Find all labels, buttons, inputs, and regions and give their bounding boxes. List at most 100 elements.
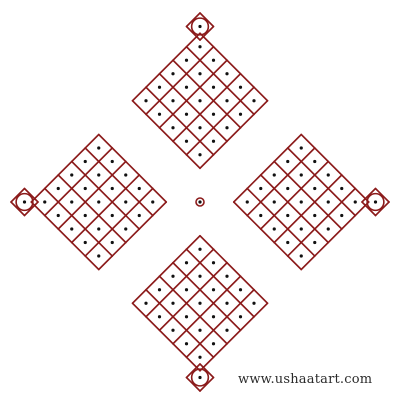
pulli-dot-icon — [211, 85, 216, 89]
kolam-line — [273, 160, 289, 176]
kolam-line — [138, 174, 154, 190]
kolam-line — [138, 187, 154, 203]
kolam-line — [313, 147, 330, 163]
pulli-dot-icon — [326, 173, 330, 177]
pulli-dot-icon — [225, 99, 229, 103]
kolam-line — [212, 275, 228, 291]
kolam-line — [327, 187, 343, 203]
kolam-line — [239, 315, 255, 332]
pulli-dot-icon — [225, 274, 229, 278]
pulli-dot-icon — [83, 159, 87, 164]
kolam-line — [158, 302, 174, 318]
kolam-line — [273, 147, 289, 163]
kolam-line — [212, 45, 228, 62]
pulli-dot-icon — [97, 173, 101, 177]
pulli-dot-icon — [259, 186, 263, 191]
pulli-dot-icon — [70, 173, 74, 177]
kolam-line — [23, 187, 39, 203]
kolam-line — [43, 187, 60, 203]
pulli-dot-icon — [198, 45, 202, 49]
kolam-line — [185, 86, 201, 102]
pulli-dot-icon — [272, 200, 276, 204]
pulli-dot-icon — [313, 213, 317, 218]
kolam-line — [232, 201, 249, 217]
kolam-line — [111, 147, 127, 163]
kolam-line — [212, 113, 228, 129]
kolam-line — [70, 187, 87, 203]
pulli-dot-icon — [198, 72, 202, 76]
kolam-line — [226, 126, 242, 143]
kolam-line — [300, 160, 316, 176]
kolam-line — [199, 234, 215, 251]
kolam-line — [138, 201, 154, 217]
kolam-line — [199, 72, 215, 89]
kolam-line — [212, 72, 228, 89]
pulli-dot-icon — [313, 240, 317, 245]
kolam-line — [239, 72, 255, 89]
kolam-line — [259, 228, 276, 244]
pulli-dot-icon — [313, 159, 317, 164]
kolam-line — [226, 275, 242, 291]
pulli-dot-icon — [238, 85, 243, 89]
kolam-lines — [10, 12, 390, 392]
kolam-line — [313, 214, 330, 230]
kolam-line — [172, 126, 188, 143]
kolam-line — [253, 99, 269, 116]
pulli-dot-icon — [56, 186, 60, 191]
kolam-line — [185, 72, 201, 89]
kolam-line — [185, 363, 201, 379]
kolam-line — [286, 187, 303, 203]
kolam-line — [232, 187, 249, 203]
kolam-line — [226, 99, 242, 116]
kolam-line — [361, 187, 377, 203]
kolam-line — [313, 187, 330, 203]
pulli-dot-icon — [326, 227, 330, 231]
pulli-dot-icon — [225, 328, 229, 332]
kolam-line — [111, 187, 127, 203]
kolam-line — [199, 12, 215, 28]
pulli-dot-icon — [272, 227, 276, 231]
kolam-line — [172, 72, 188, 89]
kolam-line — [199, 86, 215, 102]
kolam-line — [43, 174, 60, 190]
pulli-dot-icon — [225, 72, 229, 76]
pulli-dot-icon — [70, 200, 74, 204]
kolam-line — [124, 214, 141, 230]
kolam-line — [185, 315, 201, 332]
kolam-line — [111, 201, 127, 217]
kolam-line — [172, 140, 188, 156]
kolam-line — [199, 288, 215, 305]
kolam-line — [111, 241, 127, 257]
kolam-line — [199, 153, 215, 170]
kolam-line — [145, 288, 161, 305]
pulli-dot-icon — [83, 240, 87, 245]
kolam-line — [57, 160, 73, 176]
kolam-line — [286, 147, 303, 163]
pulli-dot-icon — [198, 301, 202, 305]
kolam-line — [199, 302, 215, 318]
kolam-line — [313, 160, 330, 176]
kolam-line — [158, 59, 174, 75]
pulli-dot-icon — [144, 301, 148, 305]
kolam-line — [212, 248, 228, 264]
pulli-dot-icon — [272, 173, 276, 177]
pulli-dot-icon — [198, 24, 202, 29]
kolam-line — [172, 275, 188, 291]
kolam-line — [97, 174, 114, 190]
pulli-dot-icon — [97, 146, 101, 150]
kolam-line — [185, 376, 201, 392]
kolam-line — [286, 201, 303, 217]
kolam-line — [172, 113, 188, 129]
kolam-line — [212, 342, 228, 359]
kolam-line — [70, 160, 87, 176]
kolam-line — [226, 261, 242, 278]
kolam-line — [172, 248, 188, 264]
kolam-loop — [190, 17, 210, 36]
kolam-line — [300, 133, 316, 149]
pulli-dot-icon — [211, 315, 216, 319]
kolam-loop — [190, 368, 210, 387]
pulli-dot-icon — [259, 213, 263, 218]
kolam-line — [185, 12, 201, 28]
kolam-line — [226, 329, 242, 345]
